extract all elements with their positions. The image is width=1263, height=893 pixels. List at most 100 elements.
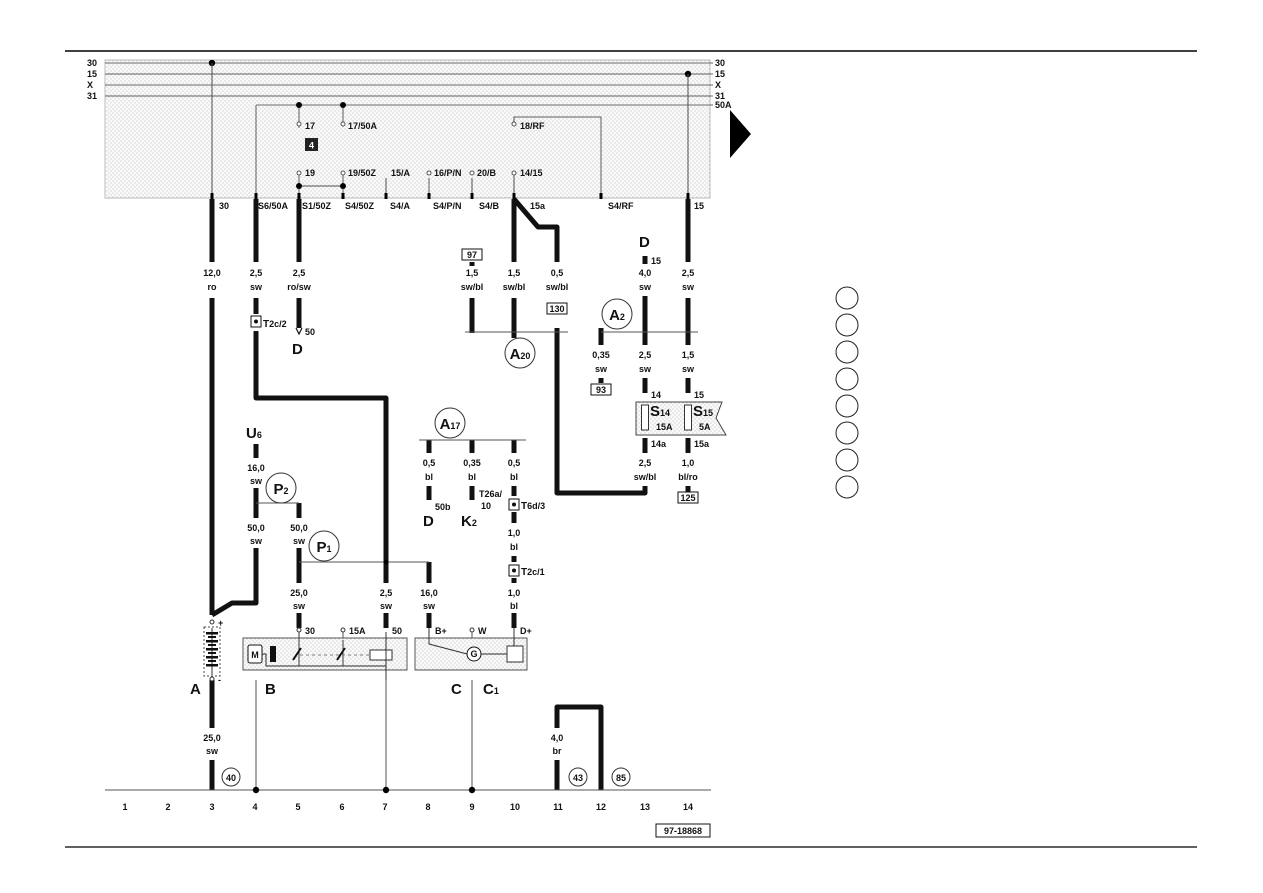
wire-size: 0,35: [592, 350, 610, 360]
generator-g: G: [470, 649, 477, 659]
wire-size: 2,5: [639, 350, 652, 360]
junction-17: [296, 102, 302, 108]
wire-size: 1,0: [682, 458, 695, 468]
wire-size: 16,0: [420, 588, 438, 598]
wire-color: bl: [468, 472, 476, 482]
wire-size: 0,5: [508, 458, 521, 468]
starter-pin-15a: 15A: [349, 626, 366, 636]
wire-size: 50,0: [290, 523, 308, 533]
relay-pin-17-50a: 17/50A: [348, 121, 378, 131]
component-d1: D: [292, 341, 303, 358]
track-number: 12: [596, 802, 606, 812]
ref-93[interactable]: 93: [596, 385, 606, 395]
fuse-s14-rating: 15A: [656, 422, 673, 432]
wire-color: sw: [380, 601, 393, 611]
connector-t6d3-label: T6d/3: [521, 501, 545, 512]
wire-size: 2,5: [293, 268, 306, 278]
starter-pin-30: 30: [305, 626, 315, 636]
pin-50b: 50b: [435, 502, 451, 512]
battery-minus: -: [218, 675, 221, 685]
alt-pin-dplus: D+: [520, 626, 532, 636]
track-number: 5: [295, 802, 300, 812]
out-s4-b: S4/B: [479, 201, 500, 211]
connector-t2c1-label: T2c/1: [521, 567, 545, 578]
pin-15-d2: 15: [651, 256, 661, 266]
junction-19-50z: [340, 183, 346, 189]
track-numbers: 1 2 3 4 5 6 7 8 9 10 11 12 13 14: [122, 802, 693, 812]
component-a: A: [190, 681, 201, 698]
ref-40[interactable]: 40: [226, 773, 236, 783]
ground-junction-9: [468, 786, 476, 794]
wire-size: 4,0: [551, 733, 564, 743]
component-d3: D: [423, 513, 434, 530]
wire-color: sw: [206, 746, 219, 756]
wire-size: 2,5: [380, 588, 393, 598]
pin-50-marker: [295, 327, 303, 336]
continuation-arrow-icon[interactable]: [730, 110, 751, 158]
wire-size: 0,35: [463, 458, 481, 468]
rail-label-31-right: 31: [715, 91, 725, 101]
wire-color: sw: [682, 282, 695, 292]
starter-icon: [242, 627, 408, 680]
ref-125[interactable]: 125: [680, 493, 695, 503]
out-15: 15: [694, 201, 704, 211]
wire-size: 1,5: [682, 350, 695, 360]
junction-p1: [383, 559, 389, 565]
fuse-s14: S14: [650, 403, 670, 420]
alternator-icon: [414, 627, 528, 671]
wire-labels: 12,0 ro 2,5 sw 2,5 ro/sw 1,5 sw/bl 1,5 s…: [203, 268, 698, 756]
ref-130[interactable]: 130: [549, 304, 564, 314]
wire-size: 4,0: [639, 268, 652, 278]
component-u6: U6: [246, 425, 262, 442]
wire-color: sw: [682, 364, 695, 374]
pin-50-label: 50: [305, 327, 315, 337]
alt-pin-bplus: B+: [435, 626, 447, 636]
ref-85[interactable]: 85: [616, 773, 626, 783]
alt-pin-w: W: [478, 626, 487, 636]
wire-color: sw: [250, 536, 263, 546]
component-c: C: [451, 681, 462, 698]
wire-color: sw/bl: [546, 282, 569, 292]
track-number: 14: [683, 802, 693, 812]
fuse-s15-pin: 15: [694, 390, 704, 400]
rail-label-30-left: 30: [87, 58, 97, 68]
wire-size: 1,0: [508, 588, 521, 598]
wire-color: sw: [250, 282, 263, 292]
relay-pin-circles: [296, 121, 517, 176]
wire-size: 1,5: [508, 268, 521, 278]
relay-pin-15-a: 15/A: [391, 168, 411, 178]
pin-t26a-10: 10: [481, 501, 491, 511]
out-s4-a: S4/A: [390, 201, 411, 211]
ground-junction-4: [252, 786, 260, 794]
doc-number: 97-18868: [664, 826, 702, 836]
wire-color: sw: [293, 601, 306, 611]
wire-color: sw/bl: [461, 282, 484, 292]
wire-size: 25,0: [290, 588, 308, 598]
ref-boxes: [461, 248, 711, 838]
wire-size: 2,5: [639, 458, 652, 468]
relay-pin-19: 19: [305, 168, 315, 178]
ref-43[interactable]: 43: [573, 773, 583, 783]
component-d2: D: [639, 234, 650, 251]
wire-color: sw: [639, 282, 652, 292]
bus-rails: [105, 62, 713, 198]
marker-p1: P1: [316, 539, 331, 556]
track-number: 6: [339, 802, 344, 812]
track-number: 7: [382, 802, 387, 812]
fuse-s14-out: 14a: [651, 439, 667, 449]
wire-size: 2,5: [682, 268, 695, 278]
ref-97[interactable]: 97: [467, 250, 477, 260]
wire-size: 0,5: [551, 268, 564, 278]
wire-color: bl: [510, 601, 518, 611]
wire-color: br: [553, 746, 562, 756]
relay-pin-17: 17: [305, 121, 315, 131]
wire-size: 16,0: [247, 463, 265, 473]
motor-m: M: [251, 650, 259, 660]
track-number: 13: [640, 802, 650, 812]
wire-size: 2,5: [250, 268, 263, 278]
track-number: 3: [209, 802, 214, 812]
out-s4-50z: S4/50Z: [345, 201, 375, 211]
pin-t26a: T26a/: [479, 489, 503, 499]
track-number: 4: [252, 802, 257, 812]
